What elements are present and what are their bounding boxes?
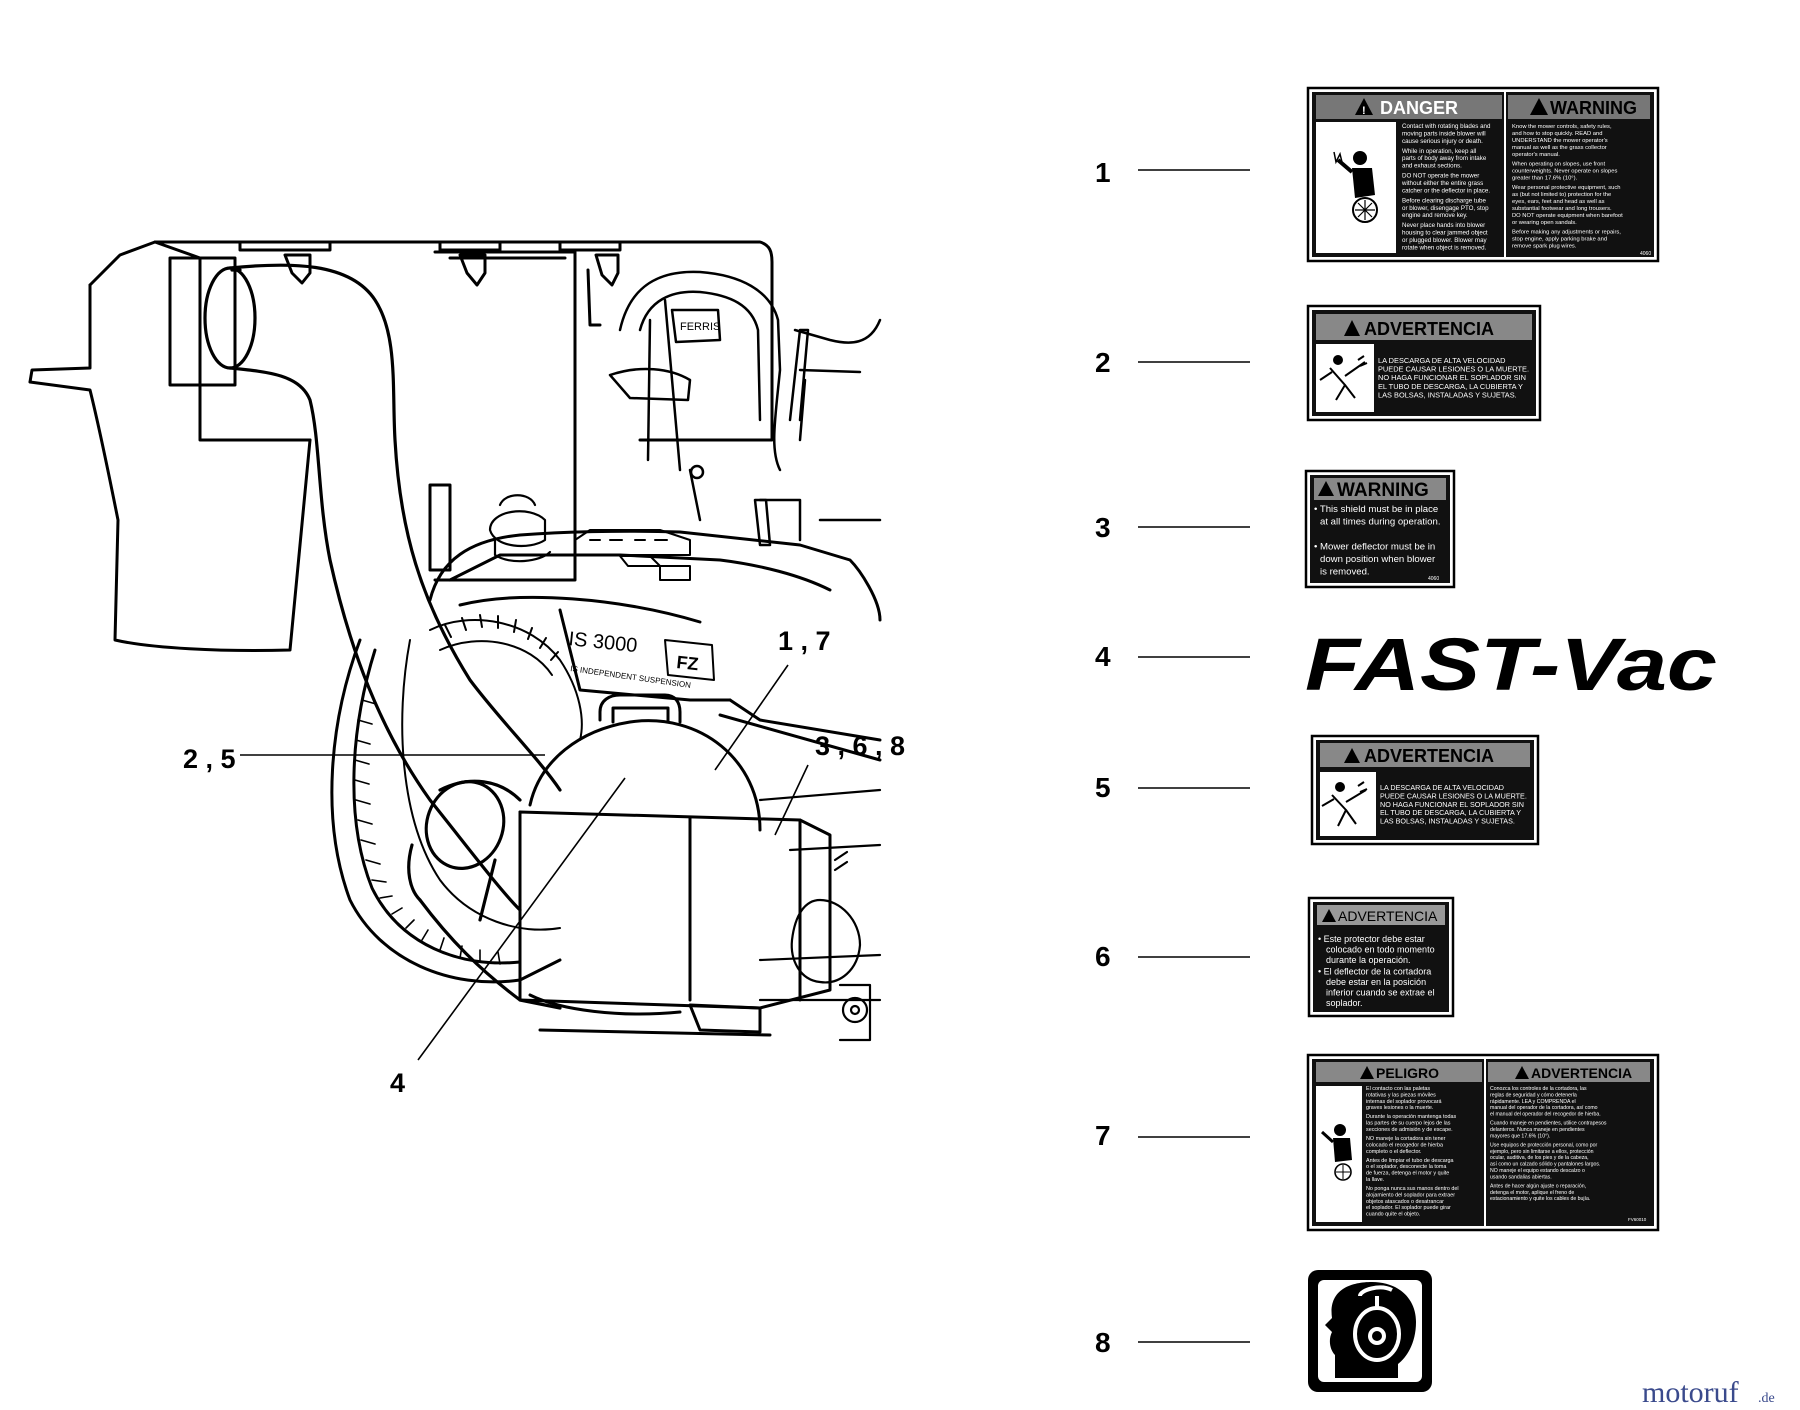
decal-2-body: LA DESCARGA DE ALTA VELOCIDAD PUEDE CAUS… (1378, 356, 1531, 399)
decal-4-fast-vac-logo: FAST-Vac (1305, 623, 1717, 706)
decal-7-left-body: El contacto con las paletas rotativas y … (1366, 1086, 1460, 1218)
watermark-brand: motoruf (1642, 1376, 1739, 1409)
rear-tire (330, 638, 562, 984)
decal-1-hazard-icon (1333, 151, 1378, 223)
callout-1-7: 1 , 7 (778, 626, 831, 656)
decal-6-body: • Este protector debe estar colocado en … (1318, 934, 1437, 1008)
seat: FERRIS (608, 270, 882, 522)
decal-1-code: 4060 (1640, 251, 1651, 257)
hood-sub: IS INDEPENDENT SUSPENSION (570, 664, 692, 690)
hearing-protection-icon (1325, 1282, 1416, 1378)
decal-7-right-header: ADVERTENCIA (1531, 1065, 1632, 1081)
leader-4 (417, 777, 626, 1061)
controls (688, 328, 810, 547)
decal-8-hearing-protection (1308, 1270, 1432, 1392)
item-number-4: 4 (1095, 641, 1111, 672)
front-tire (429, 614, 583, 741)
decal-6-header: ADVERTENCIA (1338, 908, 1438, 924)
blower-housing (518, 693, 832, 1037)
decal-7-code: FV60010 (1628, 1217, 1647, 1222)
decal-3-header: WARNING (1337, 480, 1429, 501)
watermark: motoruf .de (1642, 1376, 1775, 1409)
item-number-3: 3 (1095, 512, 1111, 543)
watermark-tld: .de (1758, 1391, 1775, 1406)
item-number-2: 2 (1095, 347, 1111, 378)
item-number-8: 8 (1095, 1327, 1111, 1358)
mower-deck (758, 788, 882, 1042)
callout-4: 4 (390, 1068, 405, 1098)
decal-1-left-body: Contact with rotating blades and moving … (1401, 123, 1492, 251)
decal-5-hazard-icon (1321, 781, 1368, 827)
discharge-hose (203, 263, 562, 1010)
svg-text:!: ! (1362, 105, 1366, 117)
item-lines (1138, 169, 1250, 1343)
decal-5-advertencia: ADVERTENCIA LA DESCARGA DE ALTA VELOCIDA… (1310, 734, 1540, 846)
callout-2-5: 2 , 5 (183, 744, 236, 774)
decal-1-right-body: Know the mower controls, safety rules, a… (1512, 124, 1624, 250)
item-number-6: 6 (1095, 941, 1111, 972)
item-numbers: 1 2 3 4 5 6 7 8 (1095, 157, 1111, 1358)
decal-2-advertencia: ADVERTENCIA LA DESCARGA DE ALTA VELOCIDA… (1306, 304, 1542, 422)
decal-2-header: ADVERTENCIA (1364, 319, 1494, 339)
decal-7-hazard-icon (1320, 1124, 1352, 1181)
grass-collector (28, 240, 774, 652)
item-number-7: 7 (1095, 1120, 1111, 1151)
decal-1-right-header: WARNING (1550, 98, 1637, 118)
item-number-1: 1 (1095, 157, 1111, 188)
decal-5-header: ADVERTENCIA (1364, 746, 1494, 766)
hood-model: IS 3000 (567, 628, 638, 657)
decal-3-warning: WARNING • This shield must be in place a… (1304, 469, 1456, 589)
decal-3-body: • This shield must be in place at all ti… (1314, 504, 1443, 578)
decal-7-left-header: PELIGRO (1376, 1065, 1439, 1081)
callout-3-6-8: 3 , 6 , 8 (815, 731, 905, 761)
seat-brand: FERRIS (680, 321, 720, 333)
hood-badge: FZ (676, 652, 700, 674)
decal-3-code: 4060 (1428, 576, 1439, 582)
leader-lines (240, 664, 809, 1061)
decal-6-advertencia: ADVERTENCIA • Este protector debe estar … (1307, 896, 1455, 1018)
leader-1-7 (714, 664, 789, 771)
decal-1-danger-warning: ! DANGER WARNING Contact with rotating b… (1306, 86, 1660, 263)
decal-2-hazard-icon (1319, 355, 1368, 401)
leader-3-6-8 (774, 764, 809, 836)
decal-1-left-header: DANGER (1380, 98, 1458, 118)
mower-illustration: FERRIS IS 300 (28, 240, 882, 1042)
engine-cap (488, 494, 552, 563)
decal-7-right-body: Conozca los controles de la cortadora, l… (1490, 1086, 1608, 1202)
decal-7-peligro-advertencia: PELIGRO ADVERTENCIA El contacto con las … (1306, 1053, 1660, 1232)
item-number-5: 5 (1095, 772, 1111, 803)
decal-5-body: LA DESCARGA DE ALTA VELOCIDAD PUEDE CAUS… (1380, 783, 1529, 826)
